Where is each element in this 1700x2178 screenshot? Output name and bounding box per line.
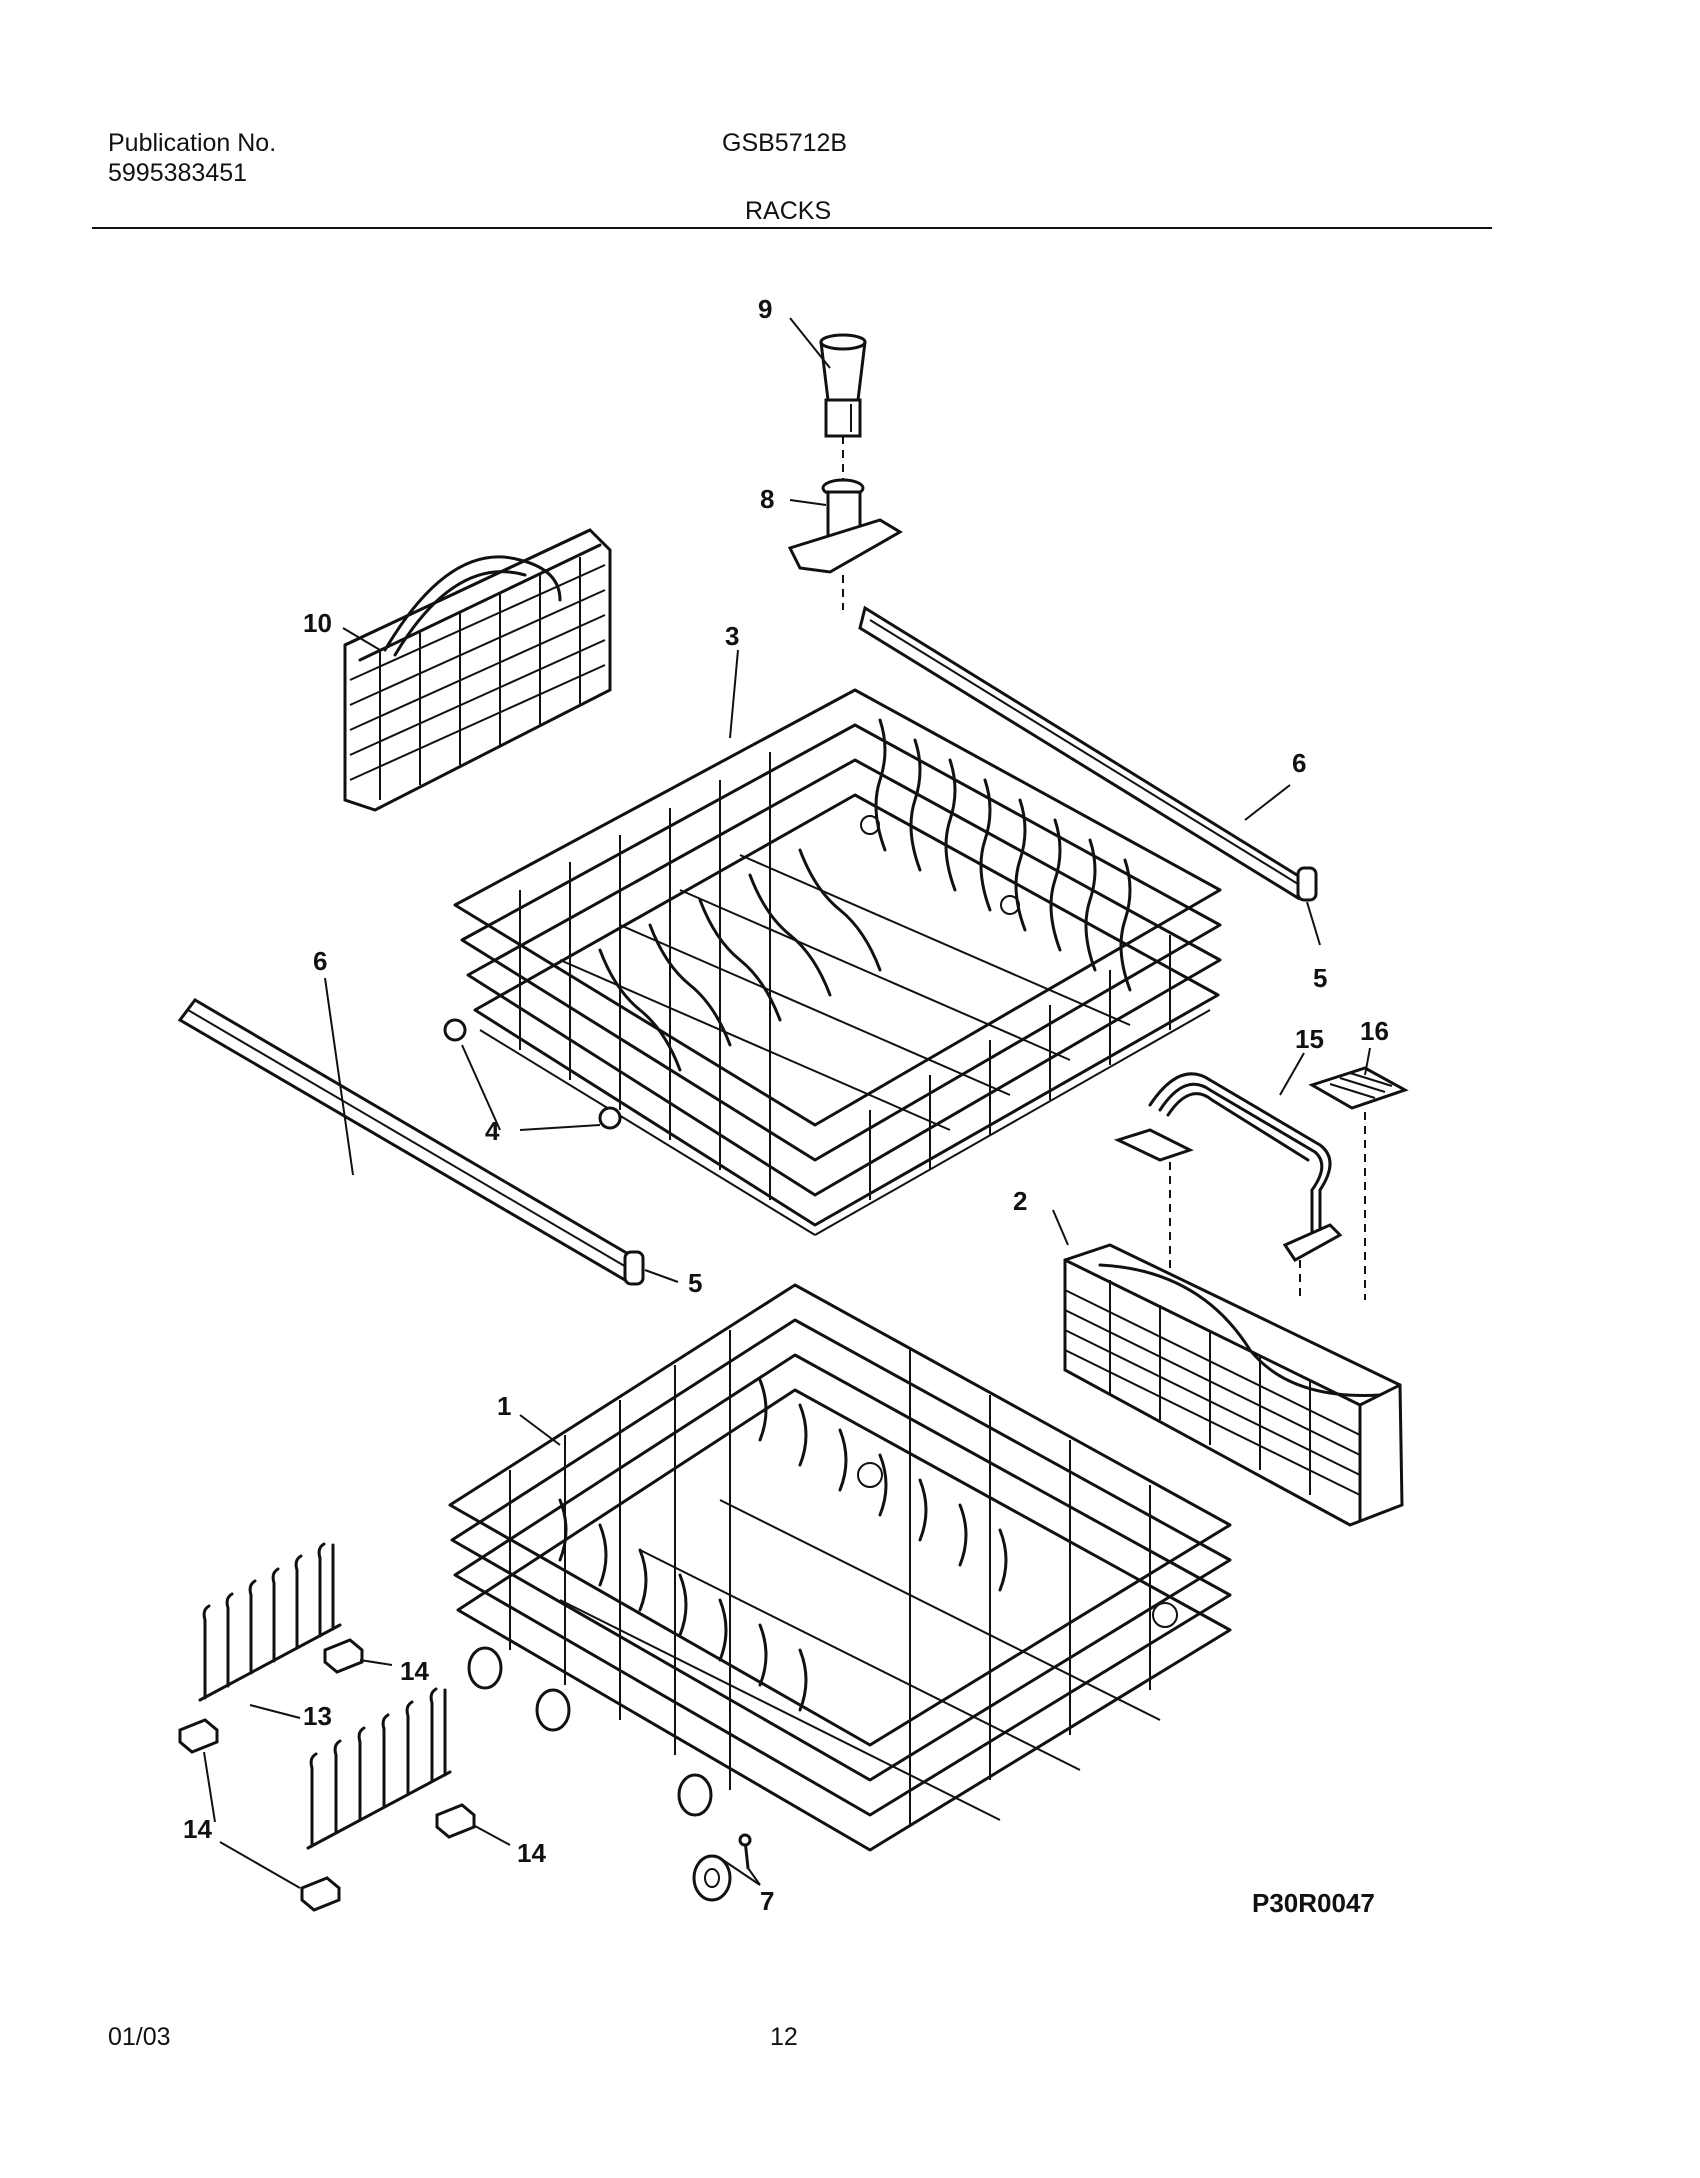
publication-label: Publication No. [108, 129, 277, 157]
callout-9: 9 [758, 294, 772, 324]
callout-6-upper: 6 [1292, 748, 1306, 778]
callout-1: 1 [497, 1391, 511, 1421]
callout-15: 15 [1295, 1024, 1324, 1054]
callout-14-right-lower: 14 [517, 1838, 546, 1868]
callout-14-left: 14 [183, 1814, 212, 1844]
section-title: RACKS [745, 197, 832, 225]
model-number: GSB5712B [722, 129, 848, 157]
part-10-small-basket [343, 528, 612, 812]
part-6-upper-rail [858, 605, 1318, 902]
callout-7: 7 [760, 1886, 774, 1916]
part-8-mount [787, 478, 903, 610]
part-7-wheel [692, 1833, 752, 1902]
leader-lines [203, 317, 1371, 1889]
callout-16: 16 [1360, 1016, 1389, 1046]
part-9-nozzle [819, 333, 867, 485]
callout-2: 2 [1013, 1186, 1027, 1216]
callout-14-right-upper: 14 [400, 1656, 429, 1686]
part-2-silverware-basket [1063, 1243, 1404, 1527]
callout-6-lower: 6 [313, 946, 327, 976]
publication-number: 5995383451 [108, 159, 248, 187]
footer-date: 01/03 [108, 2023, 171, 2051]
part-6-lower-rail [177, 998, 645, 1286]
page-number: 12 [770, 2023, 798, 2051]
callout-3: 3 [725, 621, 739, 651]
diagram-code: P30R0047 [1252, 1888, 1375, 1918]
callout-5-upper: 5 [1313, 963, 1327, 993]
part-14-clips [178, 1638, 476, 1912]
header-rule [92, 227, 1492, 229]
part-3-upper-rack [443, 688, 1222, 1236]
callout-10: 10 [303, 608, 332, 638]
part-15-handle [1113, 1072, 1343, 1300]
callout-4: 4 [485, 1116, 500, 1146]
callout-5-lower: 5 [688, 1268, 702, 1298]
part-1-lower-rack [448, 1283, 1232, 1852]
part-16-lid [1308, 1066, 1409, 1300]
callout-8: 8 [760, 484, 774, 514]
part-13-tines-lower [306, 1687, 452, 1850]
part-13-tines-upper [198, 1542, 342, 1702]
callout-13: 13 [303, 1701, 332, 1731]
lower-rack-wheels [467, 1462, 1178, 1817]
